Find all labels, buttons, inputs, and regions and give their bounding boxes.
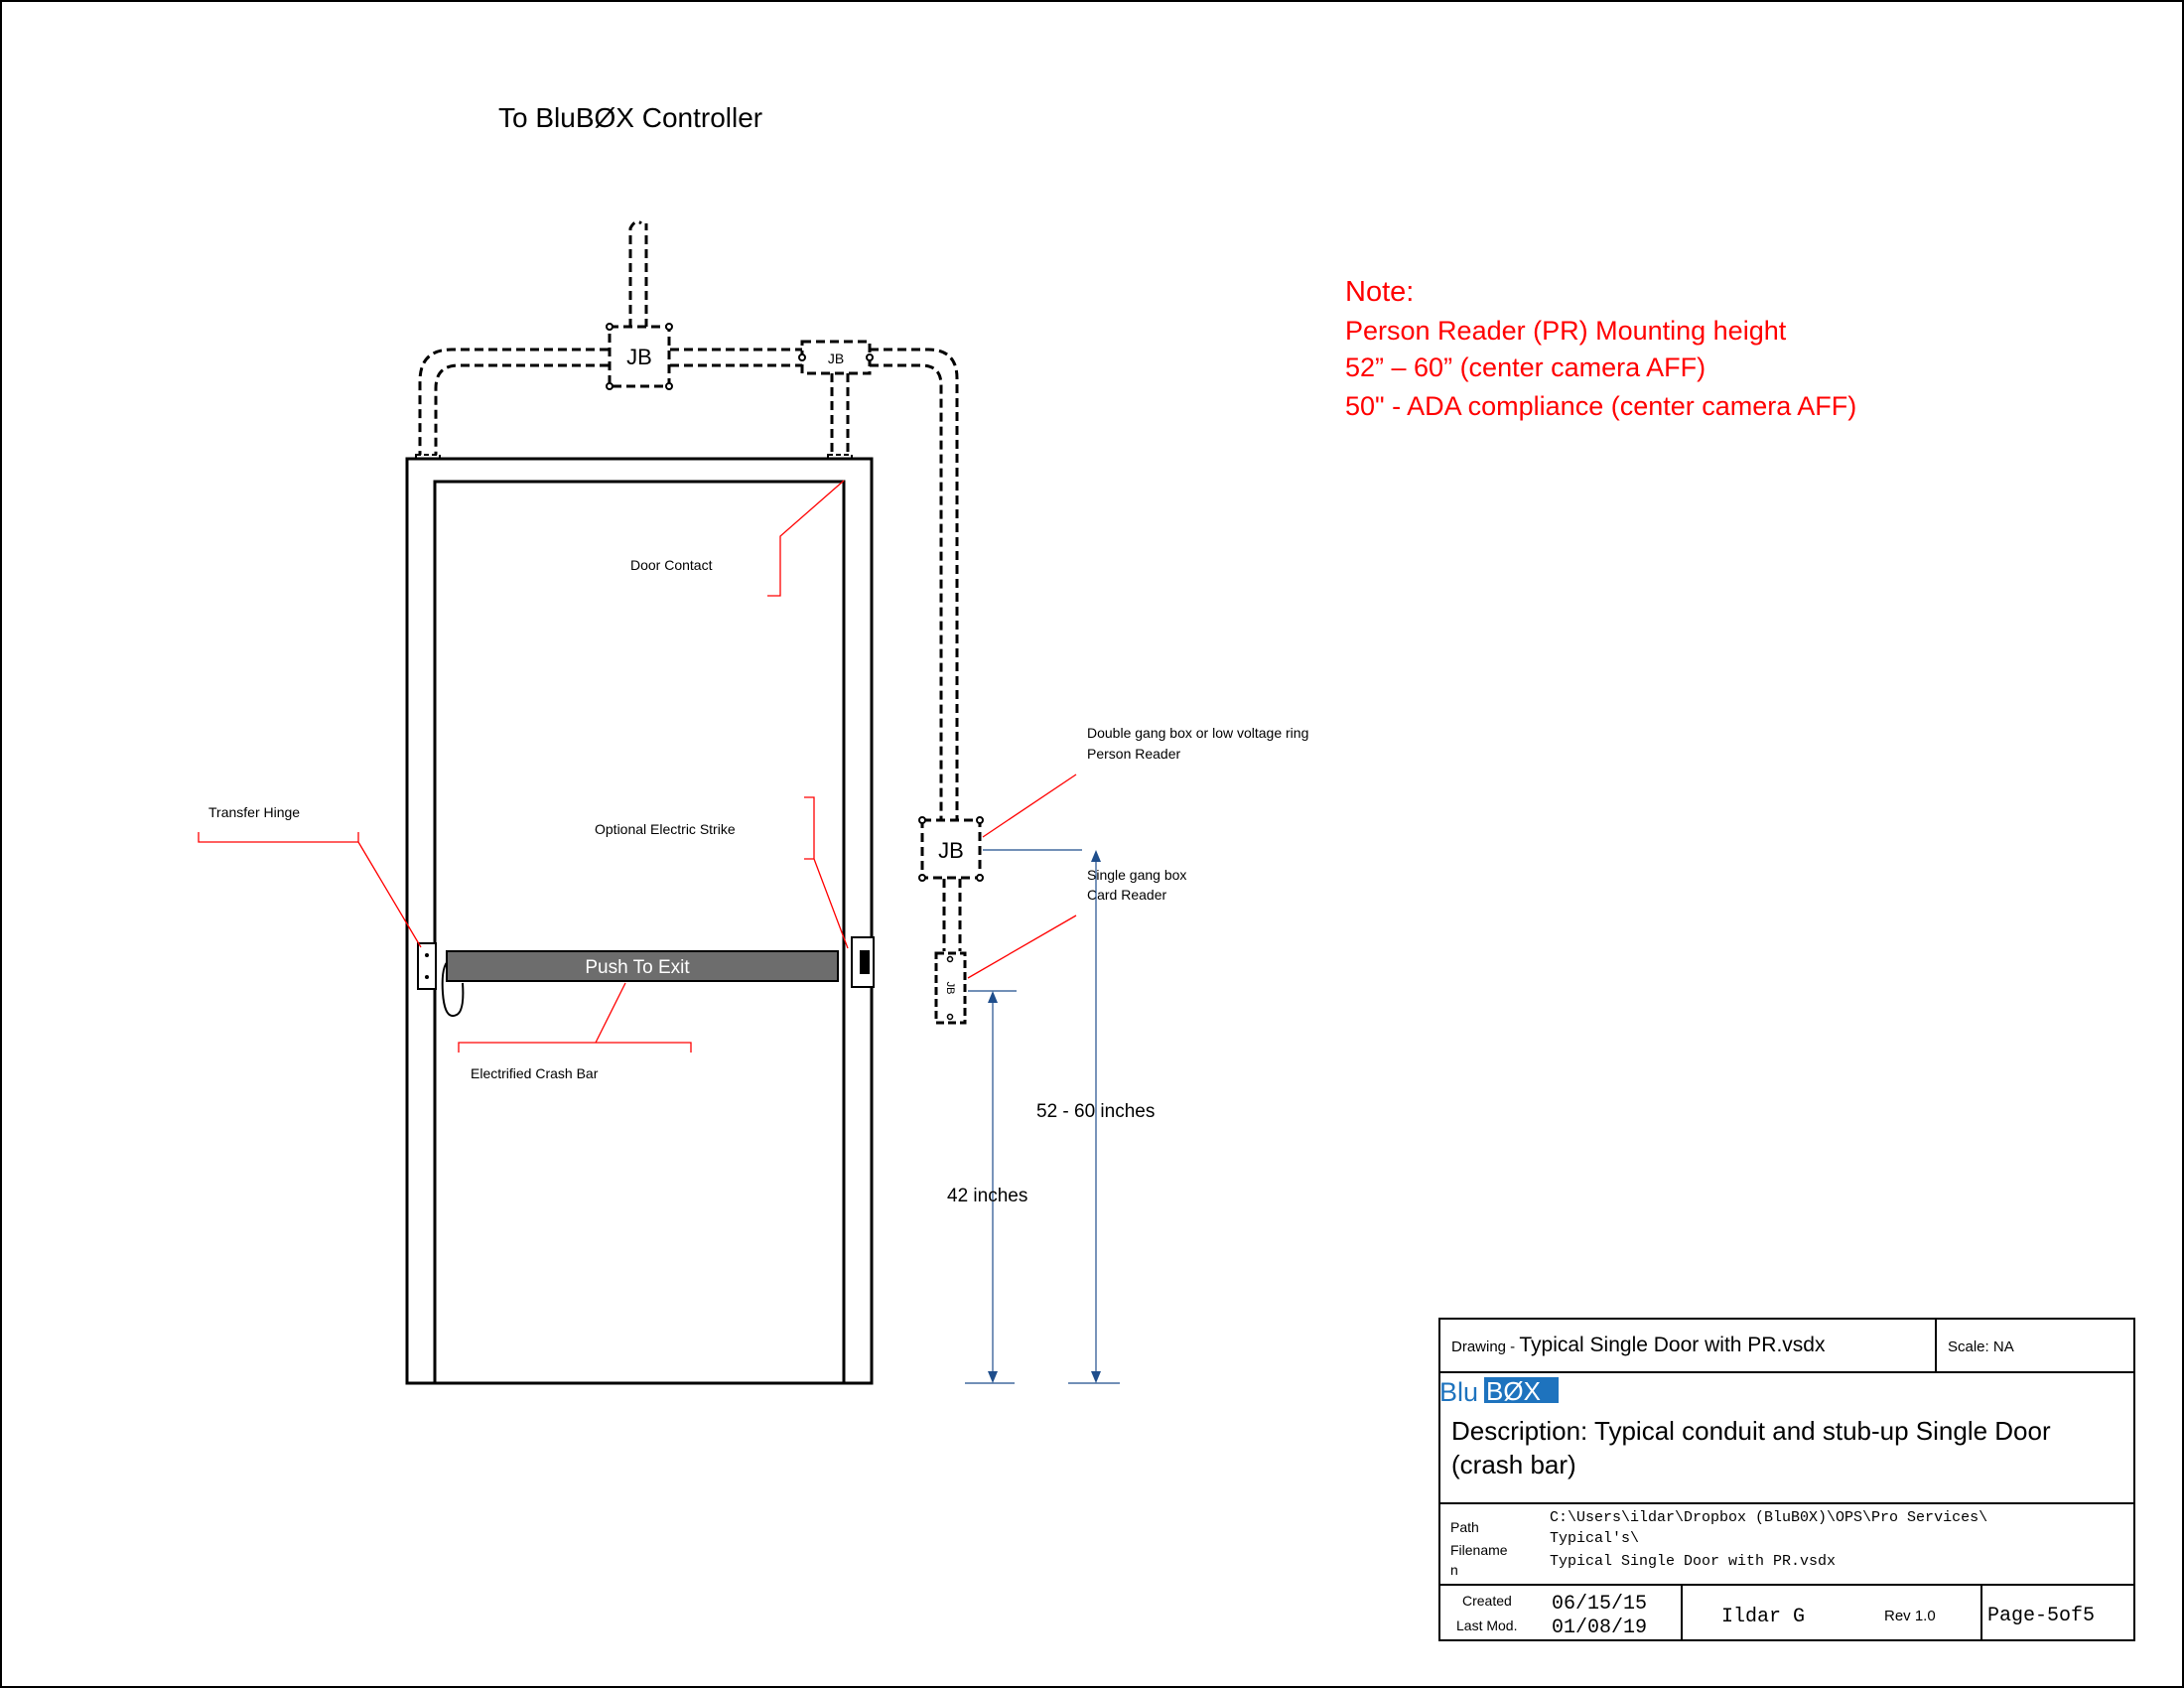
- note-title: Note:: [1345, 276, 1414, 308]
- crash-bar: [446, 950, 839, 982]
- transfer-hinge-plate: [417, 942, 437, 990]
- single-gang-label-1: Single gang box: [1087, 867, 1186, 883]
- crash-bar-label: Electrified Crash Bar: [471, 1065, 599, 1081]
- drawing-value: Typical Single Door with PR.vsdx: [1519, 1334, 1826, 1356]
- push-to-exit-label: Push To Exit: [585, 957, 690, 978]
- double-gang-label-1: Double gang box or low voltage ring: [1087, 725, 1308, 741]
- description-line-2: (crash bar): [1451, 1450, 1576, 1479]
- double-gang-label-2: Person Reader: [1087, 746, 1181, 762]
- junction-box-card-reader: JB: [934, 951, 967, 1025]
- scale-value: Scale: NA: [1948, 1338, 2014, 1355]
- electric-strike-label: Optional Electric Strike: [595, 821, 736, 837]
- pr-height-label: 52 - 60 inches: [1036, 1101, 1155, 1122]
- lastmod-label: Last Mod.: [1456, 1618, 1517, 1633]
- revision: Rev 1.0: [1884, 1608, 1936, 1624]
- page-number: Page-5of5: [1987, 1605, 2095, 1627]
- note-line-1: Person Reader (PR) Mounting height: [1345, 316, 1787, 346]
- jb-main-label: JB: [626, 345, 652, 369]
- path-value-1: C:\Users\ildar\Dropbox (BluB0X)\OPS\Pro …: [1550, 1509, 1987, 1526]
- jb-reader-label: JB: [938, 838, 964, 863]
- description-line-1: Description: Typical conduit and stub-up…: [1451, 1416, 2051, 1446]
- junction-box-main: JB: [606, 323, 673, 390]
- lastmod-date: 01/08/19: [1552, 1617, 1647, 1639]
- title-block: Drawing - Typical Single Door with PR.vs…: [1438, 1318, 2135, 1641]
- blubox-logo: Blu BØX: [1439, 1376, 1559, 1407]
- filename-label-1: Filename: [1450, 1542, 1508, 1558]
- jb-card-label: JB: [944, 982, 956, 995]
- single-gang-label-2: Card Reader: [1087, 887, 1166, 903]
- junction-box-person-reader: JB: [918, 816, 984, 882]
- created-label: Created: [1462, 1593, 1512, 1609]
- author-name: Ildar G: [1721, 1606, 1805, 1628]
- created-date: 06/15/15: [1552, 1593, 1647, 1616]
- hinge-wire: [441, 958, 465, 1017]
- annotations: Door Contact Transfer Hinge Optional Ele…: [198, 480, 1308, 1081]
- junction-box-right: JB: [798, 340, 874, 375]
- logo-prefix: Blu: [1439, 1377, 1478, 1407]
- door-leaf: [433, 480, 846, 1385]
- jb-right-label: JB: [828, 351, 844, 366]
- path-label: Path: [1450, 1519, 1479, 1535]
- drawing-label: Drawing -: [1451, 1338, 1519, 1355]
- drawing-name: Drawing - Typical Single Door with PR.vs…: [1451, 1334, 1826, 1356]
- door-contact-label: Door Contact: [630, 557, 713, 573]
- path-value-3: Typical Single Door with PR.vsdx: [1550, 1553, 1836, 1570]
- note-block: Note: Person Reader (PR) Mounting height…: [1345, 276, 1856, 421]
- note-line-3: 50" - ADA compliance (center camera AFF): [1345, 391, 1856, 421]
- logo-box-text: BØX: [1486, 1376, 1541, 1406]
- controller-heading: To BluBØX Controller: [498, 102, 762, 133]
- note-line-2: 52” – 60” (center camera AFF): [1345, 352, 1706, 382]
- card-height-label: 42 inches: [947, 1186, 1027, 1206]
- path-value-2: Typical's\: [1550, 1530, 1639, 1547]
- transfer-hinge-label: Transfer Hinge: [208, 804, 300, 820]
- dimension-lines: 52 - 60 inches 42 inches: [947, 849, 1155, 1384]
- door: Push To Exit: [405, 457, 875, 1385]
- conduit-runs: [418, 219, 962, 951]
- filename-label-2: n: [1450, 1562, 1458, 1578]
